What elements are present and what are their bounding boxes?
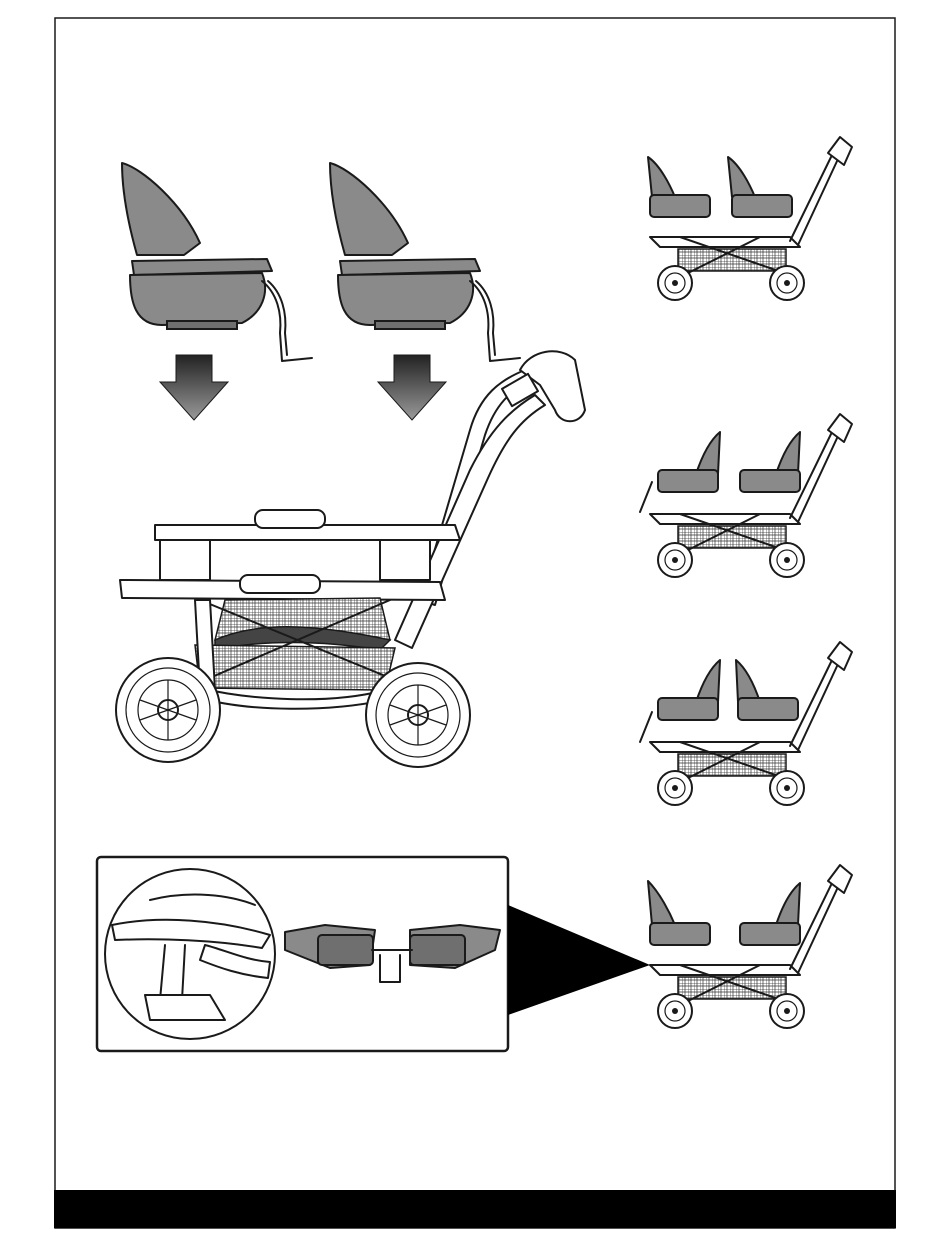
seat-left-illustration: [122, 163, 312, 361]
pointer-triangle: [508, 905, 650, 1015]
rear-wheel: [116, 658, 220, 762]
seat-right-illustration: [330, 163, 520, 361]
config-seats-facing-each-other: [640, 642, 852, 805]
tray-inset: [97, 857, 650, 1051]
config-seats-facing-forward: [648, 137, 852, 300]
config-seats-facing-outward: [648, 865, 852, 1028]
config-seats-facing-parent: [640, 414, 852, 577]
footer-band: [54, 1190, 896, 1228]
down-arrow-right-icon: [378, 355, 446, 420]
down-arrow-left-icon: [160, 355, 228, 420]
stroller-frame-illustration: [116, 351, 585, 767]
front-wheel: [366, 663, 470, 767]
